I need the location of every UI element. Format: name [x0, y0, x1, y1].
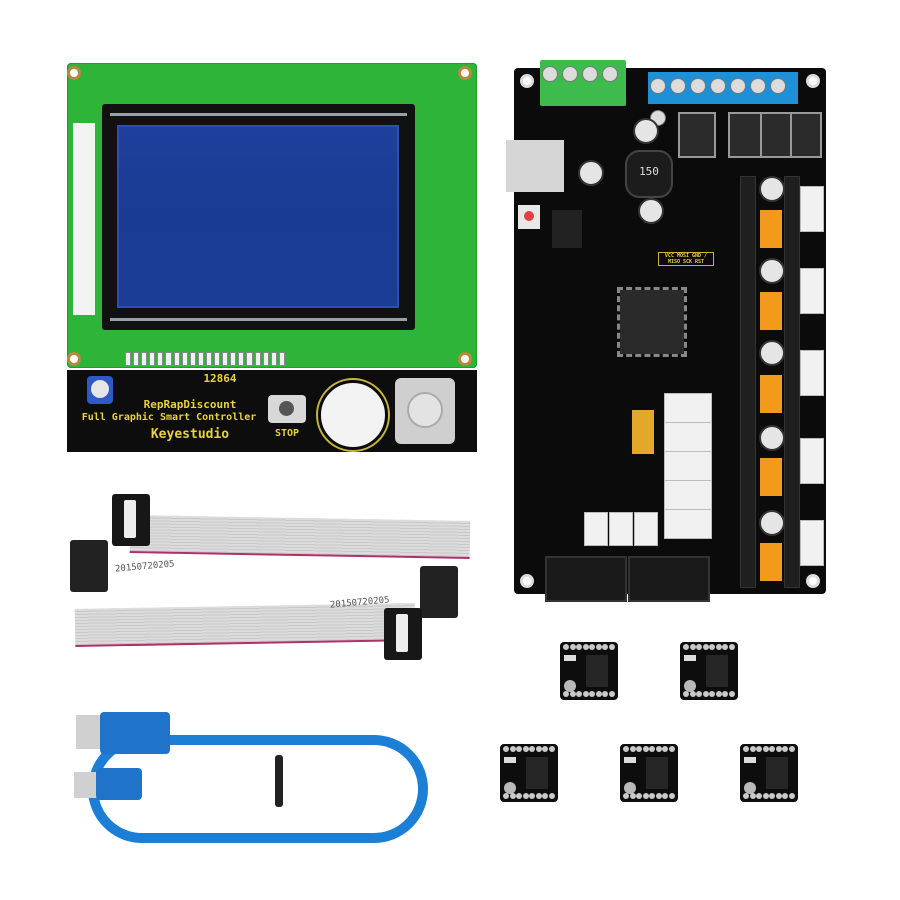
jumper-block: [760, 292, 782, 330]
microcontroller: [617, 287, 687, 357]
regulator: [678, 112, 716, 158]
stepper-driver: [500, 744, 558, 802]
stepper-driver: [620, 744, 678, 802]
endstop-connector: [664, 451, 712, 481]
mosfet: [790, 112, 822, 158]
cable-tie: [275, 755, 283, 807]
jumper-block: [760, 543, 782, 581]
mounting-hole: [67, 66, 81, 80]
stop-label: STOP: [274, 428, 300, 439]
mosfet: [728, 112, 766, 158]
capacitor: [633, 118, 659, 144]
endstop-connector: [664, 422, 712, 452]
maker-label: Keyestudio: [150, 427, 230, 442]
model-label: 12864: [203, 372, 237, 385]
capacitor: [759, 425, 785, 451]
brand-line2: Full Graphic Smart Controller: [81, 412, 257, 423]
contrast-potentiometer[interactable]: [87, 376, 113, 404]
led-array: [632, 410, 654, 454]
thermistor-connector: [584, 512, 608, 546]
usb-chip: [552, 210, 582, 248]
driver-socket-left: [740, 176, 756, 588]
output-terminal-blue: [648, 72, 798, 126]
bezel-rail: [110, 318, 407, 321]
usb-a-hood: [96, 768, 142, 800]
cable-print: 20150720205: [114, 559, 175, 575]
inductor-label: 150: [639, 165, 659, 178]
buzzer: [318, 380, 388, 450]
ribbon-cable-top: [129, 515, 471, 559]
motor-connector: [800, 186, 824, 232]
capacitor: [759, 176, 785, 202]
motor-connector: [800, 520, 824, 566]
mounting-hole: [806, 574, 820, 588]
stepper-driver: [680, 642, 738, 700]
inductor: 150: [625, 150, 673, 198]
motor-connector: [800, 350, 824, 396]
usb-b-port: [506, 140, 564, 192]
rotary-encoder-knob[interactable]: [395, 378, 455, 444]
endstop-connector: [664, 480, 712, 510]
driver-socket-right: [784, 176, 800, 588]
exp2-header: [628, 556, 710, 602]
lcd-pin-header: [125, 352, 285, 366]
jumper-block: [760, 210, 782, 248]
thermistor-connector: [609, 512, 633, 546]
mounting-hole: [520, 74, 534, 88]
idc-plug: [112, 494, 150, 546]
mounting-hole: [520, 574, 534, 588]
isp-header-label: VCC MOSI GND / MISO SCK RST: [658, 252, 714, 266]
capacitor: [578, 160, 604, 186]
jumper-block: [760, 458, 782, 496]
endstop-connector: [664, 509, 712, 539]
mounting-hole: [806, 74, 820, 88]
exp1-header: [545, 556, 627, 602]
capacitor: [759, 340, 785, 366]
capacitor: [759, 258, 785, 284]
stepper-driver: [740, 744, 798, 802]
lcd-screen: [117, 125, 399, 308]
mounting-hole: [458, 352, 472, 366]
motor-connector: [800, 438, 824, 484]
capacitor: [638, 198, 664, 224]
power-terminal-green: [540, 60, 626, 106]
mounting-hole: [67, 352, 81, 366]
idc-plug: [70, 540, 108, 592]
stepper-driver: [560, 642, 618, 700]
backlight-strip: [73, 123, 95, 315]
thermistor-connector: [634, 512, 658, 546]
mounting-hole: [458, 66, 472, 80]
motor-connector: [800, 268, 824, 314]
stop-button[interactable]: [268, 395, 306, 423]
endstop-connector: [664, 393, 712, 423]
usb-b-hood: [100, 712, 170, 754]
idc-plug: [384, 608, 422, 660]
jumper-block: [760, 375, 782, 413]
capacitor: [759, 510, 785, 536]
idc-plug: [420, 566, 458, 618]
ribbon-cable-bottom: [74, 603, 416, 647]
usb-a-plug: [74, 772, 98, 798]
reset-button[interactable]: [518, 205, 540, 229]
usb-b-plug: [76, 715, 102, 749]
bezel-rail: [110, 113, 407, 116]
brand-line1: RepRapDiscount: [143, 398, 237, 411]
